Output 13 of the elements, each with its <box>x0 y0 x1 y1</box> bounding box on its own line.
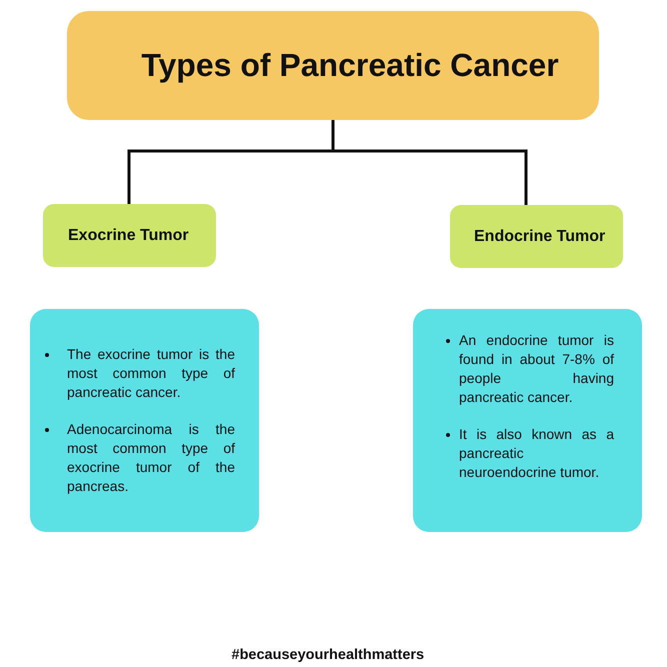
category-text: Exocrine Tumor <box>68 226 189 246</box>
bullet-text: An endocrine tumor is found in about 7-8% of people having pancreatic cancer. <box>459 331 614 407</box>
description-panel <box>30 309 259 532</box>
bullet-text: Adenocarcinoma is the most common type of exocrine tumor of the pancreas. <box>67 420 235 496</box>
bullet-text: The exocrine tumor is the most common type of pancreatic cancer. <box>67 345 235 402</box>
heading-text: Types of Pancreatic Cancer <box>141 46 559 85</box>
category-box <box>450 205 623 268</box>
title-box <box>67 11 599 120</box>
description-panel <box>413 309 642 532</box>
category-box <box>43 204 216 267</box>
bullet-text: It is also known as a pancreatic neuroendocrine tumor. <box>459 425 614 482</box>
hashtag-text: #becauseyourhealthmatters <box>232 647 424 663</box>
category-text: Endocrine Tumor <box>474 226 606 246</box>
